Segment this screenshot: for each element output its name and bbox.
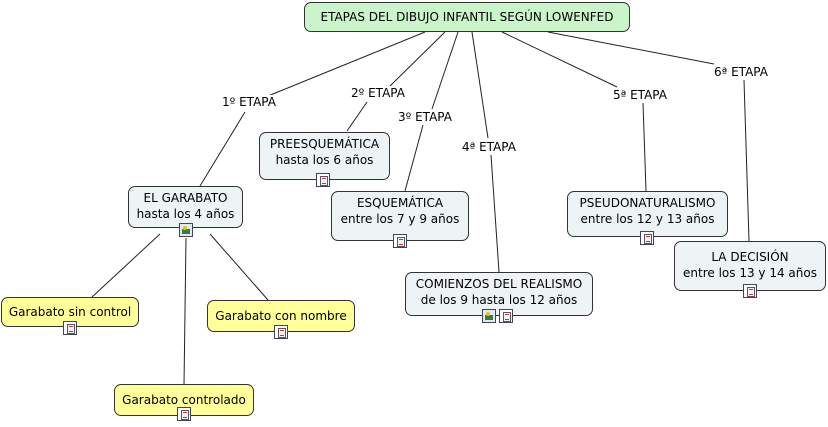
image-icon[interactable]: [179, 223, 193, 237]
subtype-garabato-sin-control[interactable]: Garabato sin control: [1, 297, 139, 327]
link-label-etapa-1: 1º ETAPA: [220, 95, 278, 109]
resource-icons: [179, 223, 193, 237]
resource-icons: [640, 231, 654, 245]
stage-name: EL GARABATO: [143, 191, 228, 205]
link-line-e5-pseudonaturalismo: [642, 102, 647, 192]
subtype-label: Garabato sin control: [8, 305, 132, 319]
stage-range: hasta los 6 años: [275, 153, 374, 167]
document-icon[interactable]: [274, 325, 288, 339]
link-line-root-e6: [547, 31, 715, 65]
stage-range: entre los 7 y 9 años: [340, 212, 460, 226]
link-line-garabato-con-nombre: [209, 233, 269, 301]
document-icon[interactable]: [640, 231, 654, 245]
document-icon[interactable]: [63, 321, 77, 335]
document-icon[interactable]: [177, 407, 191, 421]
image-icon[interactable]: [482, 309, 496, 323]
link-line-e1-garabato: [199, 111, 246, 187]
stage-node-preesquematica[interactable]: PREESQUEMÁTICA hasta los 6 años: [259, 132, 390, 180]
stage-node-pseudonaturalismo[interactable]: PSEUDONATURALISMO entre los 12 y 13 años: [567, 191, 728, 237]
stage-node-garabato[interactable]: EL GARABATO hasta los 4 años: [128, 186, 243, 228]
link-line-root-e3: [431, 31, 459, 110]
root-title: ETAPAS DEL DIBUJO INFANTIL SEGÚN LOWENFE…: [320, 10, 614, 24]
stage-name: COMIENZOS DEL REALISMO: [415, 277, 583, 291]
resource-icons: [316, 173, 330, 187]
stage-range: hasta los 4 años: [136, 207, 235, 221]
stage-range: entre los 13 y 14 años: [683, 266, 817, 280]
link-label-etapa-5: 5ª ETAPA: [611, 88, 669, 102]
stage-name: PSEUDONATURALISMO: [579, 196, 716, 210]
resource-icons: [177, 407, 191, 421]
link-line-e6-decision: [743, 79, 750, 242]
stage-range: entre los 12 y 13 años: [580, 212, 715, 226]
link-line-e4-realismo: [490, 154, 500, 273]
link-line-garabato-sin-control: [91, 233, 161, 298]
root-concept[interactable]: ETAPAS DEL DIBUJO INFANTIL SEGÚN LOWENFE…: [304, 2, 630, 32]
document-icon[interactable]: [499, 309, 513, 323]
subtype-label: Garabato con nombre: [215, 309, 347, 323]
link-line-root-e4: [471, 31, 489, 139]
subtype-label: Garabato controlado: [122, 393, 246, 407]
link-label-etapa-6: 6ª ETAPA: [712, 65, 770, 79]
link-line-root-e5: [501, 31, 618, 88]
subtype-garabato-controlado[interactable]: Garabato controlado: [114, 384, 254, 416]
link-line-e2-preesquematica: [346, 101, 368, 132]
stage-name: ESQUEMÁTICA: [356, 196, 444, 210]
link-line-garabato-controlado: [183, 237, 187, 386]
link-line-e3-esquematica: [404, 124, 424, 192]
stage-name: LA DECISIÓN: [711, 250, 789, 264]
resource-icons: [274, 325, 288, 339]
stage-node-realismo[interactable]: COMIENZOS DEL REALISMO de los 9 hasta lo…: [405, 272, 593, 316]
link-line-root-e1: [267, 31, 426, 97]
link-label-etapa-2: 2º ETAPA: [349, 86, 407, 100]
stage-node-esquematica[interactable]: ESQUEMÁTICA entre los 7 y 9 años: [331, 191, 469, 241]
document-icon[interactable]: [316, 173, 330, 187]
resource-icons: [63, 321, 77, 335]
stage-range: de los 9 hasta los 12 años: [420, 293, 578, 307]
stage-name: PREESQUEMÁTICA: [269, 137, 380, 151]
link-line-root-e2: [389, 31, 446, 87]
resource-icons: [393, 234, 407, 248]
resource-icons: [743, 284, 757, 298]
link-label-etapa-4: 4ª ETAPA: [460, 140, 518, 154]
resource-icons: [482, 309, 513, 323]
document-icon[interactable]: [393, 234, 407, 248]
document-icon[interactable]: [743, 284, 757, 298]
link-label-etapa-3: 3º ETAPA: [396, 110, 454, 124]
